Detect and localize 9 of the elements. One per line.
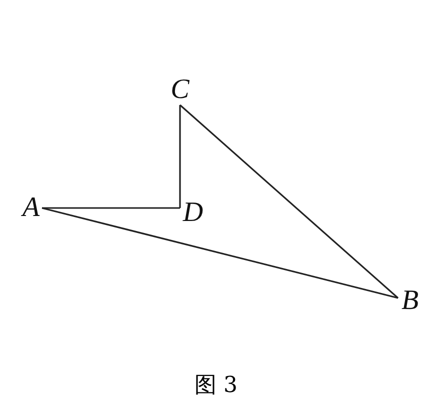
vertex-label: B [399,288,421,314]
figure-caption: 图 3 [194,372,238,400]
vertex-label: A [20,195,42,221]
vertex-label: D [181,200,205,226]
line-segment [42,207,180,209]
line-segment [179,105,181,208]
line-segment [179,104,399,299]
vertex-label: C [166,77,194,103]
line-segment [42,207,398,299]
